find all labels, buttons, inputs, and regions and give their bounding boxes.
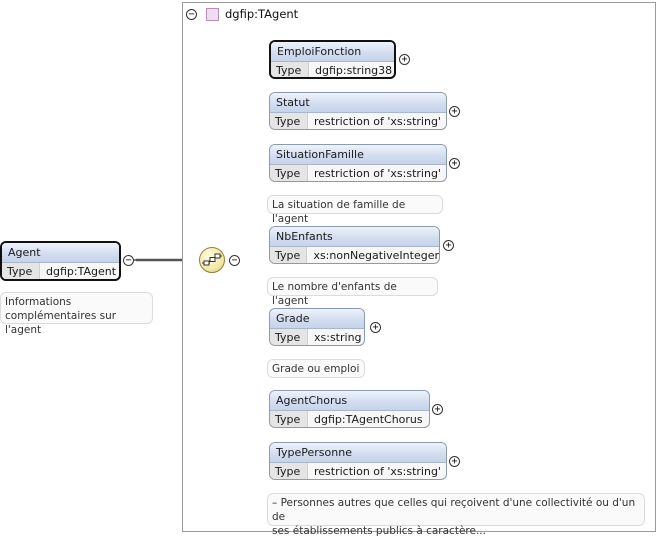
sequence-compositor[interactable] (199, 247, 225, 273)
root-annotation: Informations complémentaires sur l'agent (0, 292, 153, 336)
type-value: dgfip:TAgentChorus (314, 413, 423, 426)
expand-toggle-emploifonction[interactable]: + (399, 54, 410, 65)
root-annotation-line2: complémentaires sur l'agent (5, 310, 117, 336)
type-key: Type (270, 463, 308, 479)
type-value: xs:string (314, 331, 362, 344)
element-typepersonne[interactable]: TypePersonne Type restriction of 'xs:str… (269, 442, 447, 480)
element-name: AgentChorus (270, 391, 429, 411)
type-value: restriction of 'xs:string' (314, 167, 441, 180)
element-name: SituationFamille (270, 145, 446, 165)
expand-toggle-typepersonne[interactable]: + (449, 456, 460, 467)
root-type-value: dgfip:TAgent (46, 265, 117, 278)
type-key: Type (270, 165, 308, 181)
annotation-typepersonne: – Personnes autres que celles qui reçoiv… (267, 493, 645, 537)
annotation-grade: Grade ou emploi (267, 359, 365, 378)
element-statut[interactable]: Statut Type restriction of 'xs:string' (269, 92, 447, 130)
complex-type-header: dgfip:TAgent (206, 5, 298, 23)
type-key: Type (270, 113, 308, 129)
element-nbenfants[interactable]: NbEnfants Type xs:nonNegativeInteger (269, 226, 440, 264)
root-element-name: Agent (2, 243, 119, 263)
annotation-situationfamille: La situation de famille de l'agent (267, 195, 443, 225)
root-type-key: Type (2, 263, 40, 279)
annotation-nbenfants: Le nombre d'enfants de l'agent (267, 277, 438, 307)
annotation-line1: – Personnes autres que celles qui reçoiv… (272, 497, 636, 523)
type-value: xs:nonNegativeInteger (313, 249, 439, 262)
expand-toggle-nbenfants[interactable]: + (443, 240, 454, 251)
complex-type-collapse-toggle[interactable]: − (186, 9, 197, 20)
type-value: restriction of 'xs:string' (314, 115, 441, 128)
expand-toggle-situationfamille[interactable]: + (449, 158, 460, 169)
expand-toggle-grade[interactable]: + (370, 322, 381, 333)
expand-toggle-agentchorus[interactable]: + (432, 404, 443, 415)
type-key: Type (270, 329, 308, 345)
expand-toggle-statut[interactable]: + (449, 106, 460, 117)
sequence-icon (202, 253, 222, 266)
complex-type-icon (206, 7, 219, 21)
element-name: NbEnfants (270, 227, 439, 247)
type-key: Type (271, 62, 309, 77)
element-grade[interactable]: Grade Type xs:string (269, 308, 365, 346)
element-emploifonction[interactable]: EmploiFonction Type dgfip:string38 (269, 40, 396, 79)
root-collapse-toggle[interactable]: − (123, 255, 134, 266)
type-value: restriction of 'xs:string' (314, 465, 441, 478)
element-name: Statut (270, 93, 446, 113)
element-situationfamille[interactable]: SituationFamille Type restriction of 'xs… (269, 144, 447, 182)
annotation-line2: ses établissements publics à caractère..… (272, 525, 486, 537)
root-annotation-line1: Informations (5, 296, 72, 308)
element-name: EmploiFonction (271, 42, 394, 62)
complex-type-title: dgfip:TAgent (225, 7, 299, 21)
element-agentchorus[interactable]: AgentChorus Type dgfip:TAgentChorus (269, 390, 430, 428)
type-value: dgfip:string38 (315, 64, 393, 77)
type-key: Type (270, 247, 308, 263)
element-name: Grade (270, 309, 364, 329)
element-name: TypePersonne (270, 443, 446, 463)
root-element-agent[interactable]: Agent Type dgfip:TAgent (0, 241, 121, 281)
type-key: Type (270, 411, 308, 427)
sequence-collapse-toggle[interactable]: − (229, 255, 240, 266)
